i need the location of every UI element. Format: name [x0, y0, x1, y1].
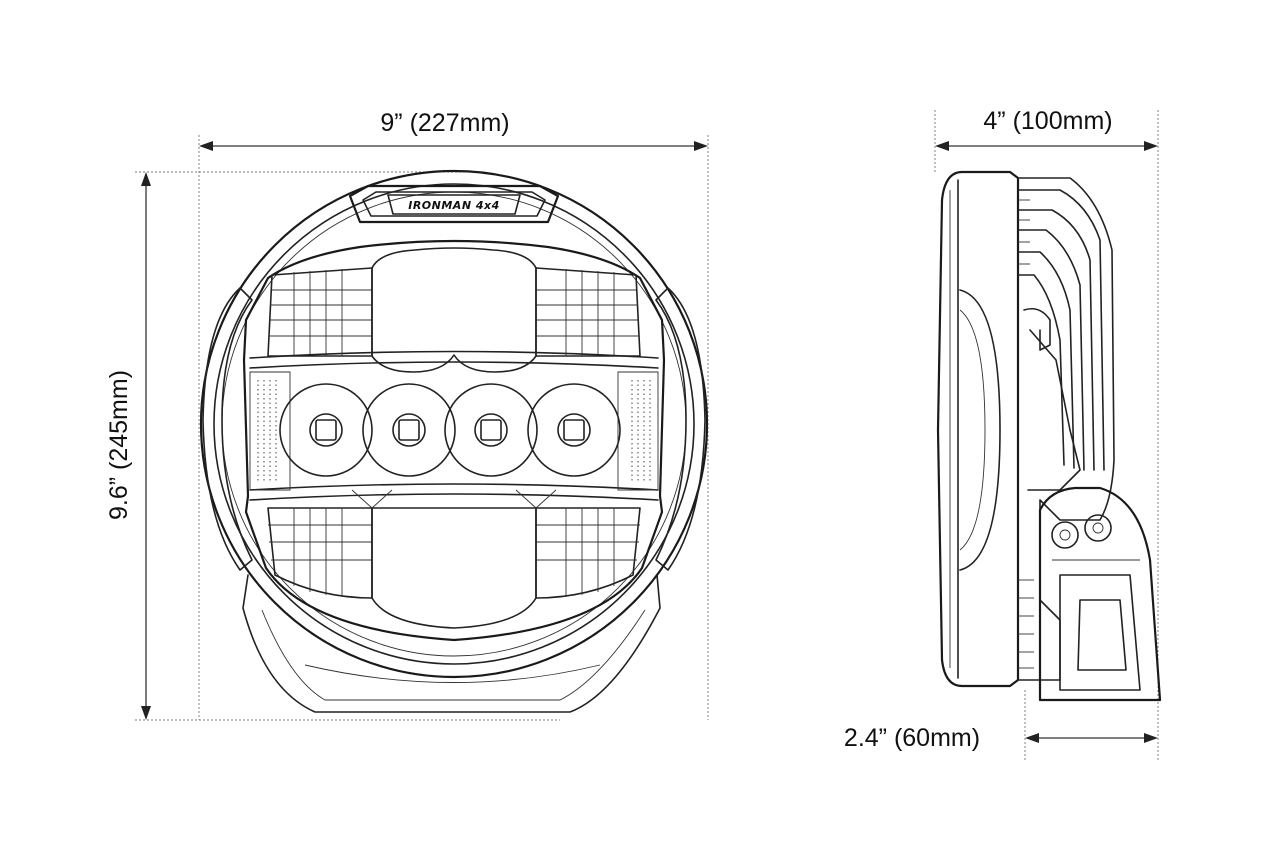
- right-side-ear: [655, 287, 706, 571]
- mounting-base: [242, 574, 661, 713]
- lower-left-reflector: [267, 507, 373, 599]
- mounting-bracket: [1038, 486, 1162, 702]
- led-lens-4: [527, 383, 621, 477]
- upper-left-reflector: [267, 267, 373, 357]
- upper-center-reflector: [371, 247, 537, 373]
- bracket-bolt-2: [1084, 514, 1112, 542]
- led-lens-1: [279, 383, 373, 477]
- heatsink-body: [1017, 177, 1115, 681]
- led-lens-2: [362, 383, 456, 477]
- height-dimension: 9.6” (245mm): [105, 171, 560, 721]
- lower-right-reflector: [535, 507, 641, 599]
- led-lens-3: [444, 383, 538, 477]
- side-view: [936, 170, 1162, 702]
- right-perforated-panel: [617, 371, 659, 491]
- left-perforated-panel: [249, 371, 291, 491]
- logo-badge: [348, 184, 560, 224]
- lens-boundary: [242, 239, 666, 642]
- depth-label: 4” (100mm): [983, 107, 1112, 135]
- left-side-ear: [202, 287, 253, 571]
- height-label: 9.6” (245mm): [105, 370, 133, 520]
- front-bezel: [936, 170, 1020, 688]
- lower-center-reflector: [351, 489, 557, 629]
- bracket-dimension: 2.4” (60mm): [844, 690, 1158, 760]
- outer-housing: [199, 169, 709, 679]
- heatsink-fins: [1017, 189, 1105, 669]
- front-view: IRONMAN 4x4: [199, 169, 709, 713]
- upper-right-reflector: [535, 267, 641, 357]
- bracket-label: 2.4” (60mm): [844, 724, 980, 752]
- led-projector-row: [279, 383, 621, 477]
- width-label: 9” (227mm): [380, 109, 509, 137]
- depth-dimension: 4” (100mm): [934, 107, 1159, 760]
- bracket-bolt-1: [1051, 521, 1079, 549]
- logo-text: IRONMAN 4x4: [408, 199, 500, 212]
